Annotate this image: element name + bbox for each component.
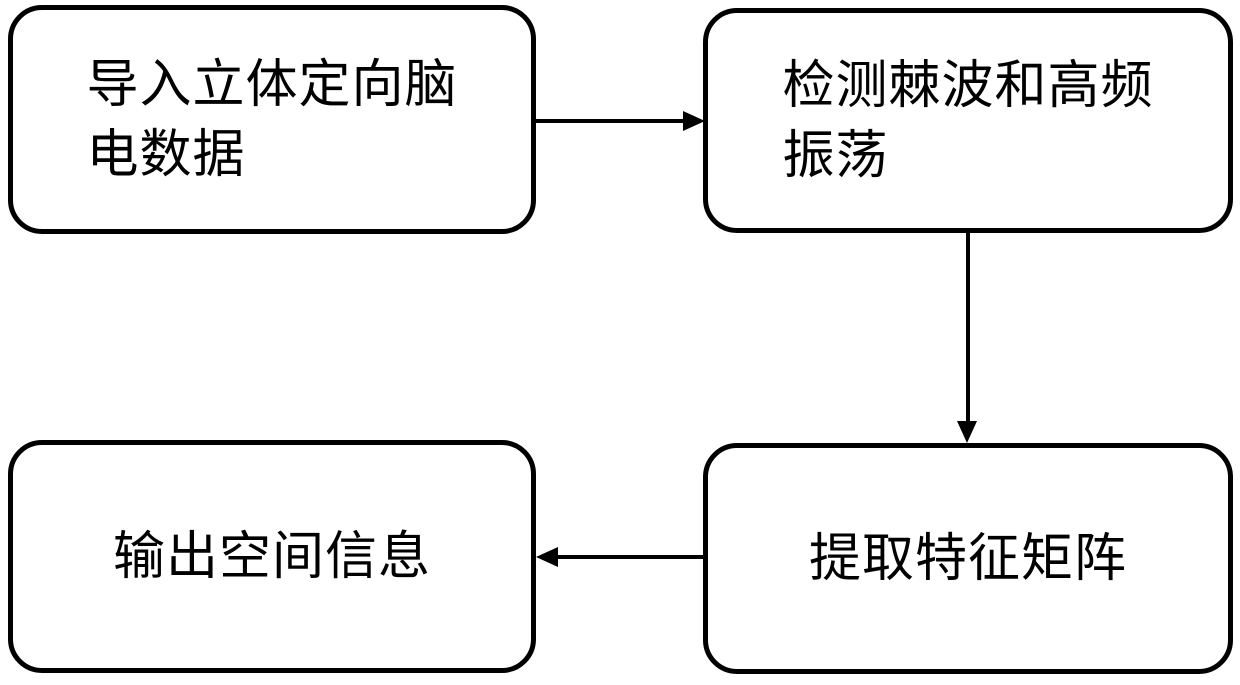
node-label-import: 导入立体定向脑 电数据 <box>86 54 458 185</box>
arrow-down-icon <box>957 421 977 443</box>
node-label-detect: 检测棘波和高频 振荡 <box>782 55 1154 186</box>
flowchart-node-detect[interactable]: 检测棘波和高频 振荡 <box>703 8 1233 233</box>
flowchart-node-import[interactable]: 导入立体定向脑 电数据 <box>8 5 536 234</box>
node-label-output: 输出空间信息 <box>112 526 431 587</box>
edge-line <box>966 233 970 423</box>
edge-line <box>536 119 686 123</box>
node-label-extract: 提取特征矩阵 <box>808 528 1127 589</box>
flowchart-node-output[interactable]: 输出空间信息 <box>8 440 536 673</box>
edge-line <box>558 555 705 559</box>
flowchart-node-extract[interactable]: 提取特征矩阵 <box>703 443 1233 674</box>
arrow-right-icon <box>683 111 705 131</box>
arrow-left-icon <box>536 547 558 567</box>
